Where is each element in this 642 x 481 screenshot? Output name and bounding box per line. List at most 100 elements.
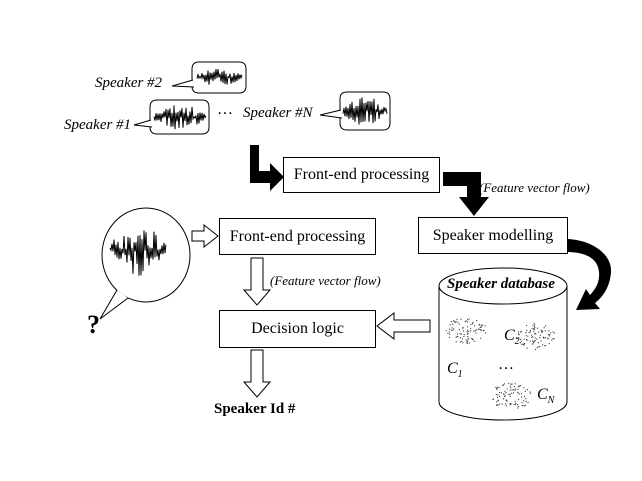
cluster-dot <box>452 323 454 325</box>
cluster-dot <box>541 331 543 333</box>
cluster-dot <box>513 403 515 406</box>
cluster-dot <box>547 333 549 336</box>
cluster-dot <box>544 345 547 347</box>
cluster-dot <box>525 400 527 402</box>
cluster-dot <box>510 387 512 389</box>
cluster-dot <box>477 328 479 330</box>
cluster-dot <box>448 331 450 333</box>
cluster-dot <box>536 338 538 340</box>
cluster-dot <box>450 329 453 331</box>
cluster-dot <box>479 326 481 329</box>
cluster-dot <box>532 336 534 338</box>
decision-to-output-arrow-icon <box>242 349 272 398</box>
cluster-dot <box>455 336 457 338</box>
cluster-dot <box>515 402 517 405</box>
cluster-dot <box>508 382 510 384</box>
cluster-dot <box>496 387 498 389</box>
cluster-dot <box>466 333 468 335</box>
cluster-dot <box>551 339 553 341</box>
cluster-dot <box>537 342 540 344</box>
cluster-dot <box>453 320 455 322</box>
cluster-dot <box>497 394 499 396</box>
cluster-cn-label: CN <box>537 386 555 407</box>
training-feature-flow-label: (Feature vector flow) <box>479 180 590 195</box>
cluster-dot <box>534 337 536 339</box>
cluster-dot <box>513 389 515 391</box>
cluster-dot <box>497 386 499 388</box>
cluster-dot <box>520 338 522 340</box>
cluster-dot <box>544 325 547 327</box>
cluster-dot <box>461 340 463 342</box>
cluster-dot <box>519 342 521 344</box>
speaker-n-bubble <box>319 91 391 131</box>
cluster-dot <box>520 331 522 333</box>
cluster-dot <box>540 340 542 342</box>
cluster-dot <box>475 332 477 334</box>
speaker-modelling-box: Speaker modelling <box>418 217 568 254</box>
cluster-dot <box>510 402 512 405</box>
cluster-dot <box>453 328 455 330</box>
cluster-dot <box>531 327 533 329</box>
cluster-dot <box>548 330 550 332</box>
unknown-speaker-waveform <box>109 230 167 276</box>
cluster-dot <box>466 341 468 343</box>
cluster-dot <box>524 404 527 406</box>
cluster-dot <box>472 321 474 323</box>
cluster-dot <box>504 403 507 405</box>
cluster-dot <box>536 327 539 329</box>
cluster-dot <box>476 320 478 322</box>
cluster-dot <box>496 404 498 406</box>
cluster-dot <box>459 333 461 335</box>
cluster-dot <box>506 388 508 390</box>
cluster-dot <box>534 340 536 342</box>
cluster-dot <box>514 383 516 385</box>
cluster-dot <box>509 385 511 387</box>
cluster-dot <box>533 330 535 332</box>
cluster-dot <box>525 398 527 400</box>
cluster-dot <box>543 336 545 338</box>
cluster-dot <box>511 389 513 391</box>
cluster-dot <box>499 403 501 405</box>
cluster-dot <box>455 321 457 323</box>
cluster-dot <box>520 393 523 395</box>
cluster-dot <box>458 323 460 325</box>
cluster-dot <box>533 326 536 328</box>
cluster-dot <box>484 325 486 327</box>
cluster-dot <box>527 401 529 404</box>
cluster-dot <box>462 330 464 332</box>
cluster-dot <box>516 338 519 340</box>
cluster-dot <box>526 324 528 327</box>
cluster-dot <box>496 388 498 391</box>
cluster-dot <box>511 383 513 385</box>
cluster-dot <box>478 323 480 325</box>
cluster-dot <box>549 334 551 336</box>
cluster-dot <box>459 341 461 343</box>
training-front-end-box: Front-end processing <box>283 157 440 193</box>
identification-feature-flow-label: (Feature vector flow) <box>270 273 381 288</box>
cluster-dot <box>501 403 503 405</box>
cluster-dot <box>538 331 540 333</box>
cluster-dot <box>464 321 466 323</box>
cluster-dot <box>523 343 526 345</box>
cluster-dot <box>545 337 547 339</box>
cluster-dot <box>521 405 524 407</box>
cluster-dot <box>462 326 464 328</box>
cluster-dot <box>518 398 520 400</box>
speakers-ellipsis: … <box>217 101 233 118</box>
cluster-dot <box>504 394 506 396</box>
cluster-dot <box>547 337 549 339</box>
cluster-dot <box>485 332 487 334</box>
decision-logic-box: Decision logic <box>219 310 376 348</box>
cluster-dot <box>498 395 501 397</box>
cluster-dot <box>532 324 534 326</box>
cluster-dot <box>500 392 502 394</box>
cluster-dot <box>451 327 453 329</box>
frontend-to-decision-arrow-icon <box>242 257 272 306</box>
cluster-dot <box>459 337 461 339</box>
cluster-dot <box>536 347 538 349</box>
cluster-dot <box>458 329 460 331</box>
cluster-dot <box>466 329 469 331</box>
cluster-dot <box>465 320 467 322</box>
cluster-dot <box>513 392 515 394</box>
